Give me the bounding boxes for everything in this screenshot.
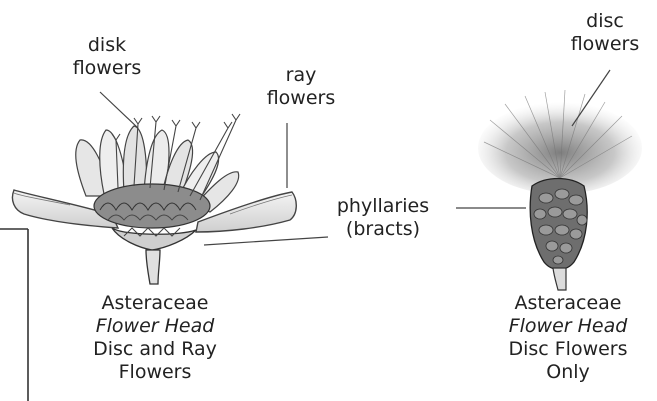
- caption-right-line1: Asteraceae: [483, 292, 653, 315]
- label-phyllaries: phyllaries (bracts): [318, 195, 448, 241]
- caption-right-line4: Only: [483, 361, 653, 384]
- leader-phyllaries-left: [204, 237, 328, 245]
- caption-left-line4: Flowers: [70, 361, 240, 384]
- label-disk-flowers: disk flowers: [52, 34, 162, 80]
- caption-right-line3: Disc Flowers: [483, 338, 653, 361]
- leader-disk-flowers: [100, 92, 138, 128]
- label-disk-flowers-line2: flowers: [52, 57, 162, 80]
- caption-left-line1: Asteraceae: [70, 292, 240, 315]
- disc-only-flower-head-illustration: [478, 90, 642, 290]
- label-ray-flowers-line2: flowers: [246, 87, 356, 110]
- label-disc-flowers-line2: flowers: [555, 33, 655, 56]
- label-phyllaries-line2: (bracts): [318, 218, 448, 241]
- caption-right: Asteraceae Flower Head Disc Flowers Only: [483, 292, 653, 384]
- label-disk-flowers-line1: disk: [52, 34, 162, 57]
- caption-right-line2: Flower Head: [483, 315, 653, 338]
- label-ray-flowers: ray flowers: [246, 64, 356, 110]
- caption-left-line3: Disc and Ray: [70, 338, 240, 361]
- label-disc-flowers-line1: disc: [555, 10, 655, 33]
- frame-lines: [0, 229, 28, 401]
- label-ray-flowers-line1: ray: [246, 64, 356, 87]
- label-disc-flowers: disc flowers: [555, 10, 655, 56]
- disc-and-ray-flower-head-illustration: [12, 114, 296, 284]
- caption-left-line2: Flower Head: [70, 315, 240, 338]
- label-phyllaries-line1: phyllaries: [318, 195, 448, 218]
- caption-left: Asteraceae Flower Head Disc and Ray Flow…: [70, 292, 240, 384]
